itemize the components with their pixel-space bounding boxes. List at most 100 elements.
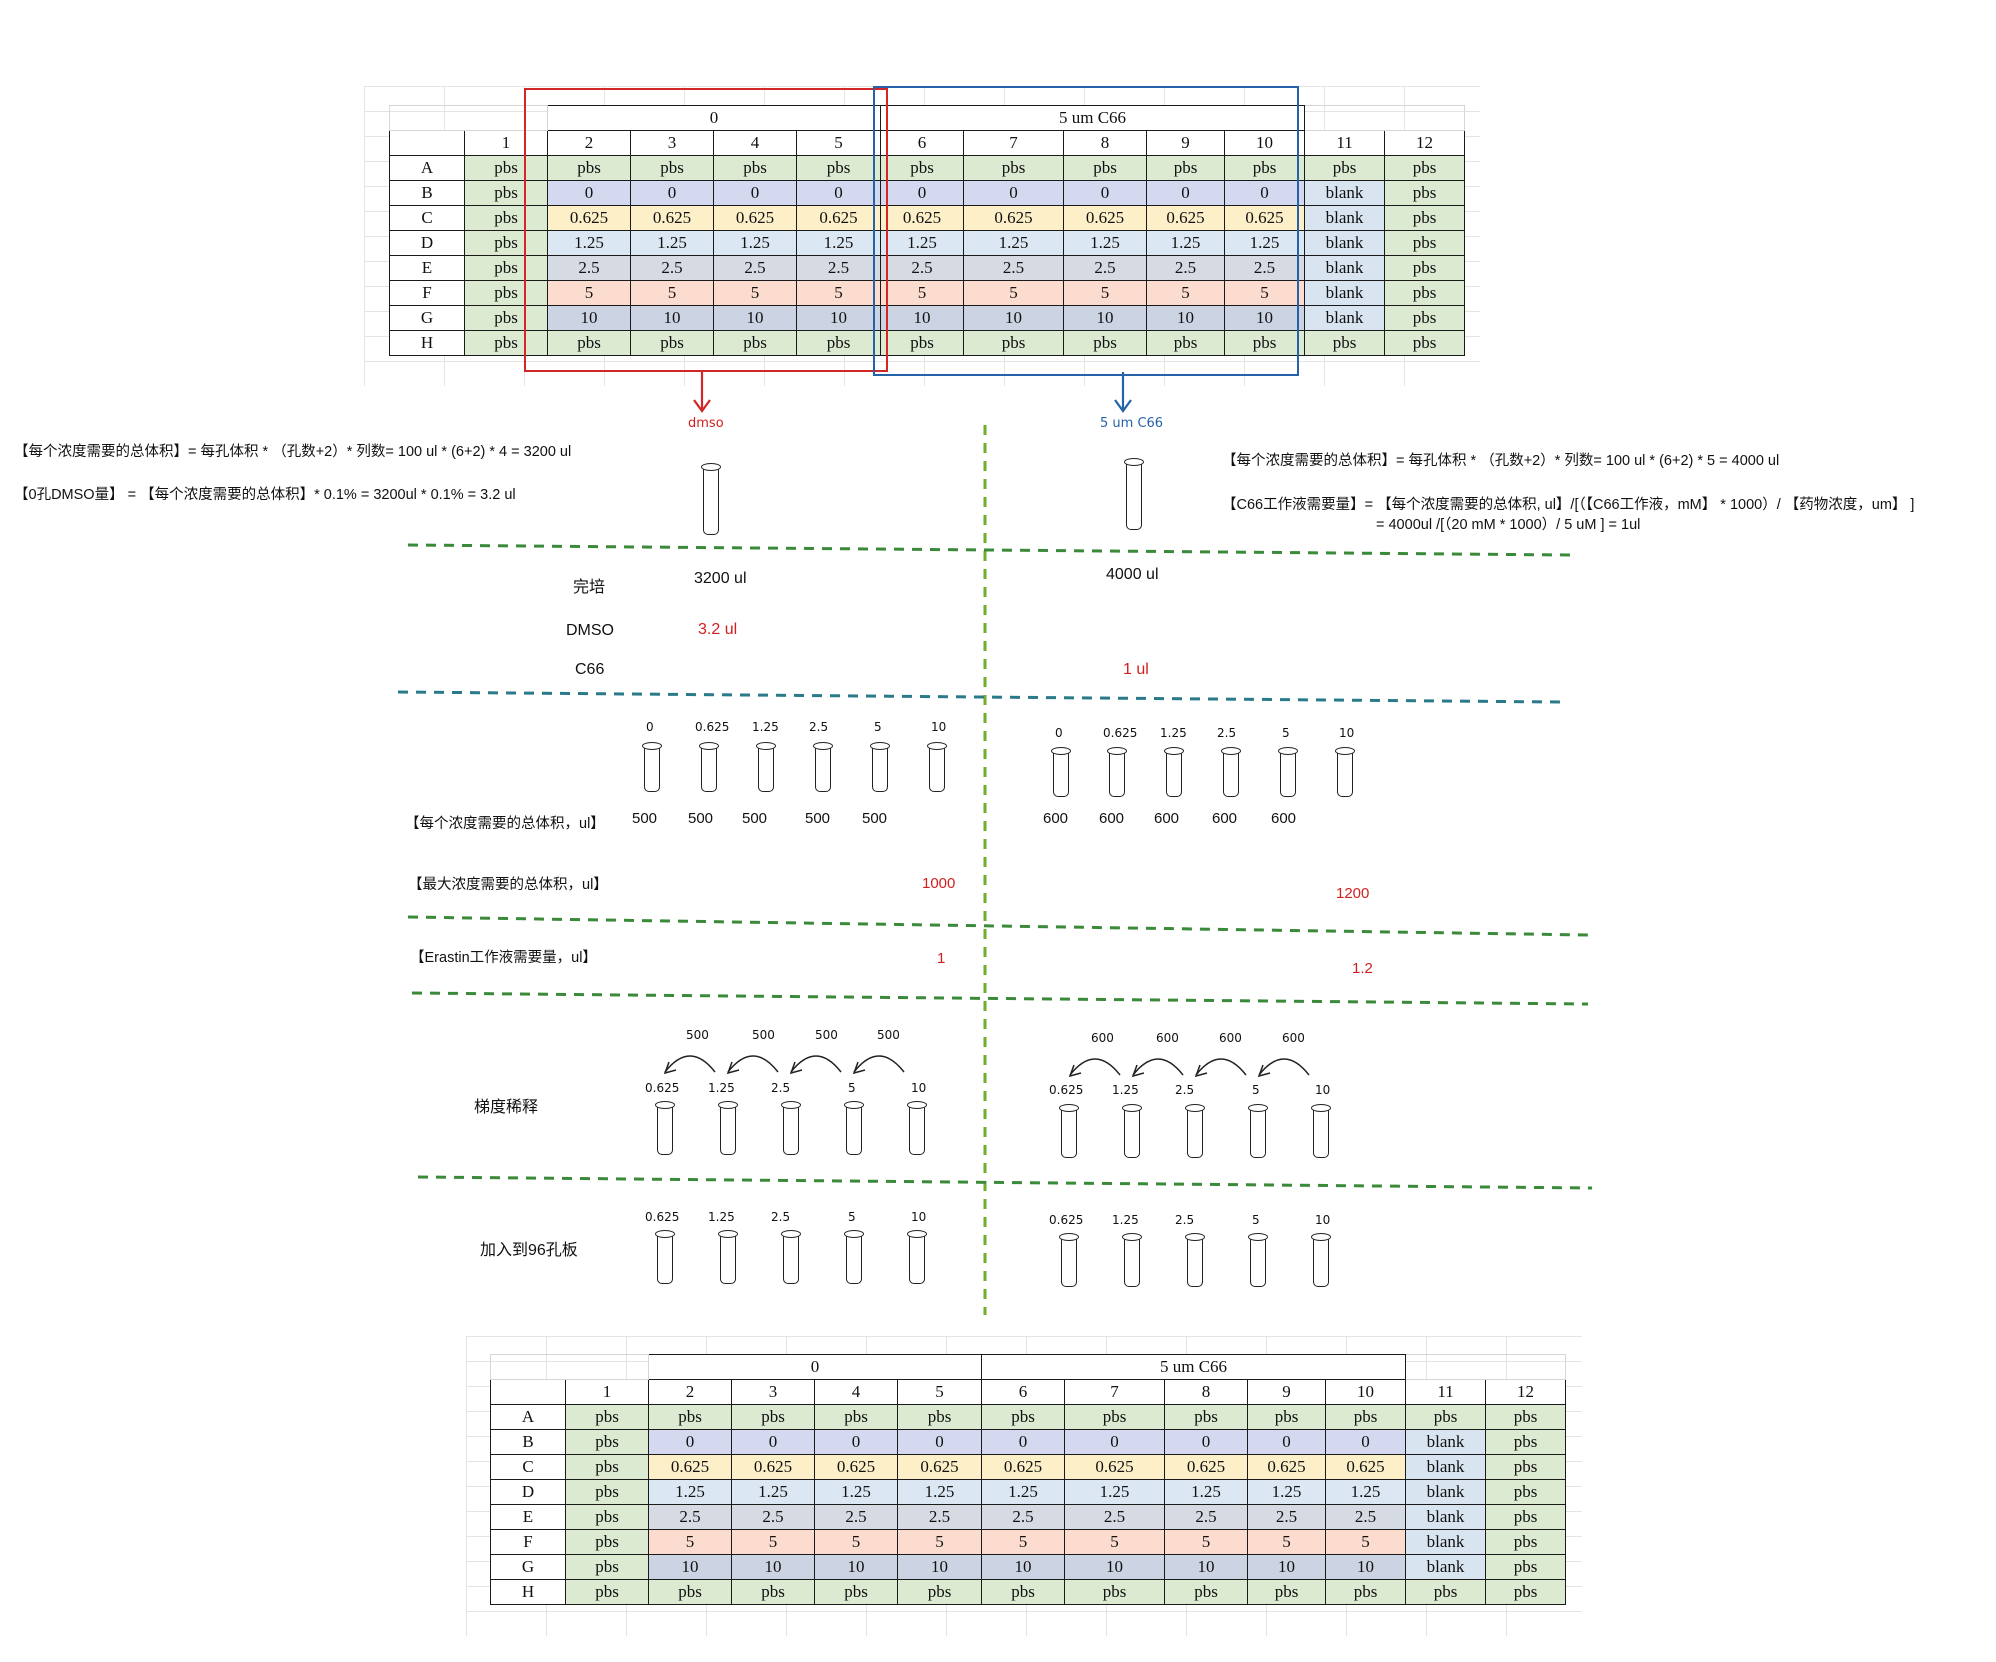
left-dilution-tube: [907, 1101, 927, 1155]
bottom-well: 0.625: [814, 1454, 898, 1480]
left-transfer-volume: 500: [686, 1028, 709, 1042]
bottom-well: 5: [731, 1529, 815, 1555]
bottom-well: pbs: [814, 1579, 898, 1605]
bottom-well: pbs: [1405, 1404, 1487, 1430]
top-well: pbs: [464, 280, 548, 306]
bottom-well: 10: [648, 1554, 732, 1580]
bottom-well: 0.625: [648, 1454, 732, 1480]
bottom-well: 1.25: [1064, 1479, 1165, 1505]
left-max-volume: 1000: [922, 875, 956, 892]
right-plate-tube: [1248, 1233, 1268, 1287]
top-well: 2.5: [1146, 255, 1225, 281]
dmso-arrow: [693, 372, 711, 413]
top-well: 0.625: [1063, 205, 1147, 231]
gradient-dilution-label: 梯度稀释: [474, 1099, 539, 1116]
left-concentration-tube: [870, 742, 890, 792]
right-concentration-tube: [1164, 747, 1184, 797]
bottom-well: 2.5: [1064, 1504, 1165, 1530]
right-per-conc-volume: 600: [1154, 810, 1180, 827]
bottom-well: 0: [1064, 1429, 1165, 1455]
top-well: 5: [630, 280, 714, 306]
left-plate-tube: [781, 1230, 801, 1284]
bottom-well: 1.25: [648, 1479, 732, 1505]
bottom-row-label: H: [490, 1579, 566, 1605]
right-transfer-volume: 600: [1219, 1031, 1242, 1045]
bottom-well: 10: [897, 1554, 982, 1580]
bottom-well: pbs: [1064, 1404, 1165, 1430]
left-transfer-volume: 500: [877, 1028, 900, 1042]
bottom-well: 5: [1064, 1529, 1165, 1555]
top-well: 0: [547, 180, 631, 206]
left-plate-tube-label: 10: [911, 1210, 927, 1224]
bottom-well: pbs: [565, 1504, 649, 1530]
right-transfer-volume: 600: [1282, 1031, 1305, 1045]
bottom-well: pbs: [565, 1404, 649, 1430]
bottom-column-header: 9: [1247, 1379, 1326, 1405]
bottom-well: 1.25: [1164, 1479, 1248, 1505]
top-row-label: G: [389, 305, 465, 331]
top-well: pbs: [1384, 330, 1466, 356]
left-plate-tube-label: 2.5: [771, 1210, 791, 1224]
top-well: 1.25: [1146, 230, 1225, 256]
c66-arrow-label: 5 um C66: [1100, 416, 1164, 431]
bottom-row-label: B: [490, 1429, 566, 1455]
bottom-row-label: F: [490, 1529, 566, 1555]
bottom-well: 0.625: [1164, 1454, 1248, 1480]
bottom-well: pbs: [731, 1404, 815, 1430]
bottom-well: 0: [648, 1429, 732, 1455]
bottom-well: 10: [1247, 1554, 1326, 1580]
left-per-conc-volume: 500: [742, 810, 768, 827]
bottom-well: 1.25: [1324, 1479, 1407, 1505]
bottom-well: pbs: [1247, 1404, 1326, 1430]
bottom-well: pbs: [1485, 1504, 1567, 1530]
top-well: 2.5: [713, 255, 797, 281]
top-well: 10: [1146, 305, 1225, 331]
left-per-conc-volume: 500: [632, 810, 658, 827]
bottom-well: 0: [981, 1429, 1065, 1455]
bottom-well: 2.5: [814, 1504, 898, 1530]
right-max-volume: 1200: [1336, 885, 1370, 902]
top-well: pbs: [713, 155, 797, 181]
top-row-label: H: [389, 330, 465, 356]
bottom-well: pbs: [1485, 1554, 1567, 1580]
bottom-well: 0.625: [731, 1454, 815, 1480]
top-column-header: 3: [630, 130, 714, 156]
per-concentration-volume-label: 【每个浓度需要的总体积，ul】: [405, 816, 605, 832]
right-dilution-tube: [1311, 1104, 1331, 1158]
left-plate-tube-label: 1.25: [708, 1210, 735, 1224]
right-c66-volume: 1 ul: [1123, 661, 1149, 678]
left-dilution-label: 1.25: [708, 1081, 735, 1095]
right-per-conc-volume: 600: [1271, 810, 1297, 827]
right-per-conc-volume: 600: [1043, 810, 1069, 827]
bottom-well: 5: [1247, 1529, 1326, 1555]
top-well: pbs: [464, 255, 548, 281]
right-c66-formula-line1: 【C66工作液需要量】= 【每个浓度需要的总体积, ul】/[（【C66工作液，…: [1222, 497, 1915, 513]
top-well: 0.625: [796, 205, 881, 231]
top-column-header: 8: [1063, 130, 1147, 156]
dilution-arrows-left: [663, 1055, 905, 1075]
top-well: 10: [547, 305, 631, 331]
bottom-well: 0: [1247, 1429, 1326, 1455]
left-concentration-tube: [813, 742, 833, 792]
corner-cell: [490, 1379, 566, 1405]
bottom-well: 0: [731, 1429, 815, 1455]
top-well: pbs: [1384, 305, 1466, 331]
bottom-well: blank: [1405, 1529, 1487, 1555]
bottom-well: 5: [1164, 1529, 1248, 1555]
top-well: 1.25: [713, 230, 797, 256]
left-plate-tube-label: 5: [848, 1210, 856, 1224]
top-well: blank: [1304, 280, 1386, 306]
right-per-conc-volume: 600: [1212, 810, 1238, 827]
right-plate-tube-label: 2.5: [1175, 1213, 1195, 1227]
top-well: pbs: [880, 155, 964, 181]
top-well: 10: [880, 305, 964, 331]
top-well: 0: [713, 180, 797, 206]
bottom-well: 10: [731, 1554, 815, 1580]
bottom-well: 10: [981, 1554, 1065, 1580]
right-dilution-label: 5: [1252, 1083, 1260, 1097]
